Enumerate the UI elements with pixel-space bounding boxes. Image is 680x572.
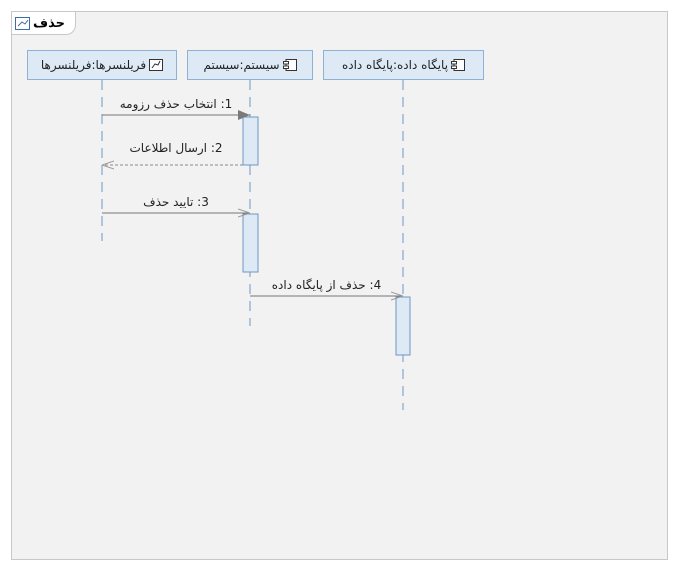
activation-database[interactable] [395, 296, 411, 356]
lifeline-label-freelancers: فریلنسرها:فریلنسرها [40, 58, 147, 72]
component-icon [282, 59, 297, 71]
class-diagram-icon [149, 59, 164, 71]
message-label-2: 2: ارسال اطلاعات [129, 141, 223, 155]
activation-system-2[interactable] [242, 213, 259, 273]
sequence-diagram-icon [15, 16, 30, 30]
message-label-1: 1: انتخاب حذف رزومه [119, 97, 233, 111]
lifeline-head-system[interactable]: سیستم:سیستم [187, 50, 313, 80]
frame-tab[interactable]: حذف [12, 12, 76, 35]
message-label-4: 4: حذف از پایگاه داده [271, 278, 382, 292]
component-icon [451, 59, 466, 71]
frame-title: حذف [33, 15, 65, 31]
lifeline-label-database: پایگاه داده:پایگاه داده [341, 58, 449, 72]
message-label-3: 3: تایید حذف [143, 195, 209, 209]
lifeline-head-database[interactable]: پایگاه داده:پایگاه داده [323, 50, 484, 80]
activation-system-1[interactable] [242, 116, 259, 166]
lifeline-head-freelancers[interactable]: فریلنسرها:فریلنسرها [27, 50, 177, 80]
diagram-frame [11, 11, 668, 560]
lifeline-label-system: سیستم:سیستم [203, 58, 280, 72]
